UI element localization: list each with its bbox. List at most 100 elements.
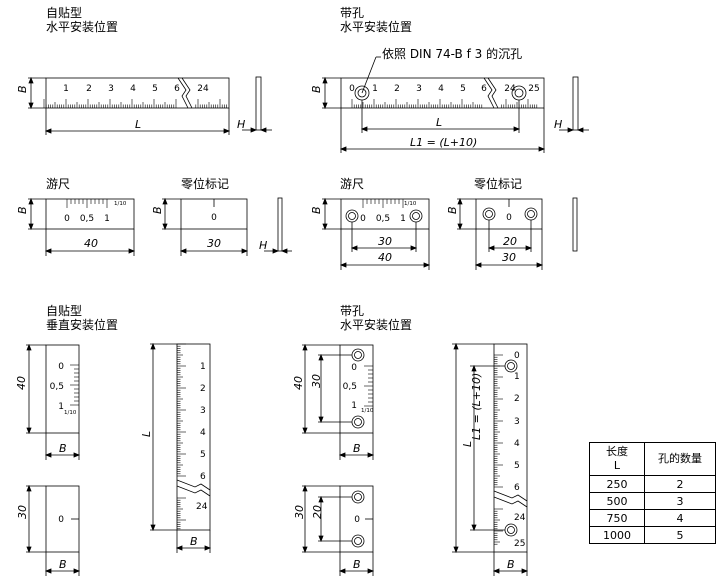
svg-text:20: 20 [311,505,324,519]
svg-text:0: 0 [354,515,360,525]
svg-text:2: 2 [200,384,206,394]
svg-text:1: 1 [351,401,357,411]
svg-text:B: B [151,206,164,214]
svg-text:B: B [310,85,323,93]
svg-text:1: 1 [104,214,110,224]
svg-text:5: 5 [460,84,466,94]
section-4-title: 带孔水平安装位置 [340,304,413,332]
section-2-title: 带孔水平安装位置 [340,6,413,34]
dimension-L-2: L L1 = (L+10) [339,100,546,153]
zero-mark-label-2: 零位标记 [474,177,523,191]
svg-text:H: H [259,239,267,252]
svg-text:30: 30 [310,374,323,388]
zero-mark-vertical-plain: 0 30 B [16,484,81,576]
section-3-title: 自贴型垂直安装位置 [46,304,119,332]
svg-text:40: 40 [378,251,392,264]
countersink-callout: 依照 DIN 74-B f 3 的沉孔 [382,47,523,61]
zero-mark-label-1: 零位标记 [181,177,230,191]
svg-text:2: 2 [514,394,520,404]
svg-text:L: L [140,431,153,437]
vernier-vertical-holes: 0 0,5 1 1/10 40 30 B [292,343,375,460]
tick-label: 1 [63,84,69,94]
svg-text:B: B [16,206,29,214]
col-holes-header: 孔的数量 [644,442,716,476]
svg-text:B: B [59,442,67,455]
svg-text:5: 5 [200,450,206,460]
svg-text:30: 30 [207,237,221,250]
svg-text:0,5: 0,5 [343,382,357,392]
svg-text:H: H [554,118,562,131]
svg-text:0: 0 [58,362,64,372]
svg-text:0: 0 [349,84,355,94]
svg-text:1/10: 1/10 [64,410,77,416]
svg-text:3: 3 [200,406,206,416]
tick-label: 6 [174,84,180,94]
svg-text:25: 25 [514,539,525,549]
svg-text:40: 40 [84,237,98,250]
svg-text:4: 4 [438,84,444,94]
zero-mark-vertical-holes: 0 30 20 B [293,484,375,576]
svg-text:0: 0 [351,363,357,373]
svg-text:L: L [135,118,141,131]
svg-text:B: B [190,535,198,548]
svg-text:B: B [353,558,361,571]
svg-text:L: L [436,116,442,129]
svg-text:1: 1 [372,84,378,94]
svg-text:0: 0 [58,515,64,525]
dimension-B-2: B [310,76,341,110]
side-view-2: H [554,76,589,133]
tick-label: 5 [152,84,158,94]
svg-text:0: 0 [211,213,217,223]
svg-text:H: H [237,118,245,131]
svg-text:1: 1 [514,372,520,382]
svg-text:24: 24 [196,502,208,512]
dimension-B-3: B 40 [16,197,136,256]
svg-text:40: 40 [15,376,28,390]
svg-text:B: B [310,206,323,214]
svg-text:30: 30 [293,505,306,519]
svg-text:4: 4 [200,428,206,438]
svg-text:30: 30 [16,505,29,519]
svg-text:1/10: 1/10 [114,201,127,207]
svg-text:0,5: 0,5 [50,382,64,392]
svg-text:6: 6 [481,84,487,94]
svg-text:0,5: 0,5 [80,214,94,224]
ruler-horizontal-plain: 1 2 3 4 5 6 24 [43,77,230,109]
dimension-B-1: B [16,76,46,110]
svg-text:1/10: 1/10 [404,201,417,207]
section-1-title: 自贴型水平安装位置 [46,6,119,34]
svg-text:4: 4 [514,439,520,449]
zero-mark-holes: 0 B 20 30 [446,197,578,270]
tick-label: 2 [86,84,92,94]
svg-text:0: 0 [64,214,70,224]
svg-text:24: 24 [514,513,526,523]
vernier-label-1: 游尺 [46,177,71,191]
ruler-vertical-holes: 0 1 2 3 4 5 6 24 25 L L1 = (L+10) B [452,342,529,576]
svg-text:L1 = (L+10): L1 = (L+10) [410,136,477,149]
dimension-L-1: L [44,108,231,135]
svg-text:6: 6 [200,472,206,482]
svg-text:30: 30 [502,251,516,264]
svg-text:0: 0 [514,351,520,361]
svg-text:6: 6 [514,483,520,493]
svg-text:B: B [353,442,361,455]
ruler-vertical-plain: 1 2 3 4 5 6 24 L B [140,342,212,553]
svg-text:2: 2 [394,84,400,94]
vernier-label-2: 游尺 [340,177,365,191]
svg-text:0: 0 [360,214,366,224]
svg-text:1: 1 [58,402,64,412]
svg-text:3: 3 [416,84,422,94]
vernier-vertical-plain: 0 0,5 1 1/10 40 B [15,343,81,460]
svg-text:24: 24 [504,84,516,94]
svg-text:L1 = (L+10): L1 = (L+10) [470,373,483,440]
svg-text:20: 20 [503,235,517,248]
dim-B: B [16,85,29,93]
svg-text:0,5: 0,5 [376,214,390,224]
